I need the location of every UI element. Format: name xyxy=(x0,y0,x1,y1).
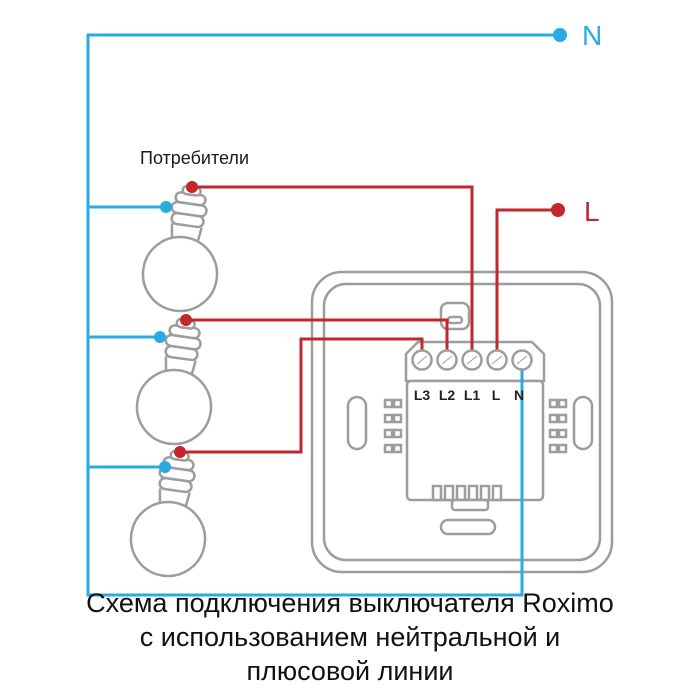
terminal-screw-n xyxy=(511,349,533,371)
terminal-screw-l1 xyxy=(461,349,483,371)
terminal-label-l1: L1 xyxy=(464,387,481,403)
terminal-label-n: N xyxy=(514,387,524,403)
neutral-dot-bulb1 xyxy=(160,201,172,213)
line-supply-dot xyxy=(551,203,565,217)
bottom-connector-teeth xyxy=(431,484,503,502)
terminal-screw-l2 xyxy=(436,349,458,371)
line-wire-bulb3-L3 xyxy=(180,337,424,454)
neutral-main-wire xyxy=(86,33,560,597)
switch-plate-inner xyxy=(322,282,602,562)
bottom-mount-tab xyxy=(450,498,490,512)
neutral-supply-dot xyxy=(553,28,567,42)
line-supply-wire xyxy=(495,208,558,354)
bottom-plate-slot xyxy=(439,518,497,536)
consumers-label: Потребители xyxy=(140,148,249,168)
line-dot-bulb2 xyxy=(180,314,192,326)
side-detail-left xyxy=(383,398,403,454)
mounting-clip-right xyxy=(572,395,594,451)
mounting-clip-left xyxy=(346,395,368,451)
terminal-label-l: L xyxy=(492,387,501,403)
line-wire-bulb1-L1 xyxy=(192,185,474,354)
line-wire-bulb2-L2 xyxy=(186,318,449,354)
terminal-screws xyxy=(411,349,533,371)
switch-device xyxy=(310,270,614,574)
light-bulb-1 xyxy=(136,180,231,318)
terminal-label-l3: L3 xyxy=(414,387,431,403)
line-wire-network xyxy=(180,185,558,454)
terminal-screw-l xyxy=(486,349,508,371)
caption: Схема подключения выключателя Roximo с и… xyxy=(86,588,614,686)
caption-line-2: с использованием нейтральной и xyxy=(140,622,561,652)
neutral-dot-bulb2 xyxy=(154,331,166,343)
line-connection-dots xyxy=(174,181,565,458)
neutral-connection-dots xyxy=(154,28,567,473)
terminal-labels: L3 L2 L1 L N xyxy=(414,387,524,403)
neutral-wire-network xyxy=(86,33,560,597)
neutral-dot-bulb3 xyxy=(159,461,171,473)
terminal-label-l2: L2 xyxy=(439,387,456,403)
caption-line-3: плюсовой линии xyxy=(247,656,454,686)
light-bulb-2 xyxy=(130,313,225,451)
line-dot-bulb3 xyxy=(174,446,186,458)
line-supply-label: L xyxy=(584,196,600,227)
caption-line-1: Схема подключения выключателя Roximo xyxy=(86,588,614,618)
terminal-screw-l3 xyxy=(411,349,433,371)
line-dot-bulb1 xyxy=(186,181,198,193)
side-detail-right xyxy=(548,398,568,454)
consumers-group xyxy=(124,180,231,583)
top-mount-slot xyxy=(446,315,464,325)
neutral-supply-label: N xyxy=(582,20,602,51)
